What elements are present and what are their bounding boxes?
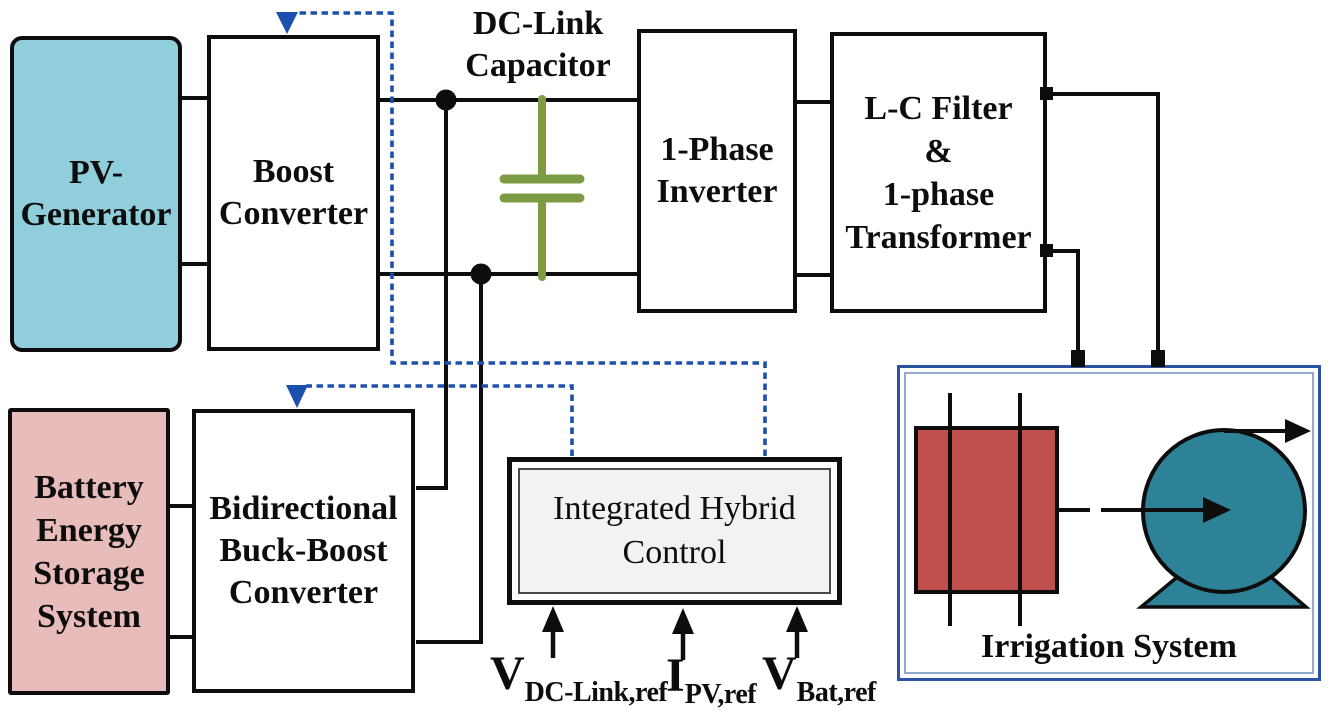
- terminal-squares: [1040, 87, 1165, 367]
- pv-generator-block: PV- Generator: [10, 36, 182, 352]
- battery-label-line2: Energy: [36, 511, 142, 549]
- vdc-ref-subscript: DC-Link,ref: [524, 677, 668, 708]
- boost-control-arrowhead: [276, 12, 298, 34]
- lc-filter-label-line1: L-C Filter: [864, 89, 1013, 127]
- vdc-ref-arrowhead: [542, 606, 564, 632]
- battery-storage-block: Battery Energy Storage System: [8, 408, 170, 695]
- junction-dot-top: [435, 89, 457, 111]
- vdc-ref-symbol: V: [490, 647, 525, 700]
- vbat-ref-subscript: Bat,ref: [796, 677, 877, 708]
- lc-filter-transformer-block: L-C Filter & 1-phase Transformer: [830, 32, 1047, 313]
- dc-link-label-line1: DC-Link: [472, 5, 604, 42]
- lc-filter-label-line3: 1-phase: [882, 175, 995, 213]
- inverter-label-line2: Inverter: [656, 173, 778, 210]
- dc-link-capacitor-symbol: [499, 95, 585, 281]
- integrated-hybrid-control-inner: Integrated Hybrid Control: [518, 468, 831, 594]
- battery-label-line4: System: [37, 597, 141, 635]
- buck-boost-label-line2: Buck-Boost: [219, 532, 388, 569]
- ipv-ref-subscript: PV,ref: [684, 679, 757, 710]
- ipv-ref-arrowhead: [672, 608, 694, 634]
- vbat-ref-symbol: V: [762, 647, 797, 700]
- buck-boost-label-line3: Converter: [228, 574, 379, 611]
- buck-boost-label-line1: Bidirectional: [209, 490, 398, 527]
- pv-generator-label-line1: PV-: [68, 154, 124, 191]
- boost-converter-label-line1: Boost: [252, 153, 335, 190]
- lc-filter-label-line2: &: [924, 132, 953, 170]
- buck-boost-converter-block: Bidirectional Buck-Boost Converter: [192, 409, 415, 693]
- battery-label-line1: Battery: [34, 468, 144, 506]
- irrigation-system-block: Irrigation System: [897, 365, 1321, 681]
- integrated-hybrid-control-block: Integrated Hybrid Control: [507, 457, 842, 605]
- ipv-ref-label: IPV,ref: [666, 649, 757, 711]
- inverter-block: 1-Phase Inverter: [637, 29, 797, 313]
- control-label-line2: Control: [622, 534, 727, 571]
- vbat-ref-label: VBat,ref: [762, 650, 876, 711]
- boost-converter-label-line2: Converter: [218, 195, 369, 232]
- inverter-label-line1: 1-Phase: [660, 131, 774, 168]
- filter-irrigation-wire-top: [1045, 92, 1160, 358]
- battery-label-line3: Storage: [33, 554, 145, 592]
- lc-filter-label-line4: Transformer: [845, 218, 1032, 256]
- dcbus-buckboost-wire-top: [416, 100, 448, 490]
- irrigation-system-inner-frame: Irrigation System: [904, 372, 1314, 674]
- ipv-ref-symbol: I: [666, 649, 685, 702]
- junction-dot-bottom: [470, 263, 492, 285]
- control-label-line1: Integrated Hybrid: [553, 490, 796, 527]
- pv-generator-label-line2: Generator: [20, 196, 172, 233]
- vbat-ref-arrowhead: [786, 606, 808, 632]
- vdc-link-ref-label: VDC-Link,ref: [490, 647, 668, 711]
- boost-converter-block: Boost Converter: [207, 35, 380, 351]
- filter-irrigation-wire-bottom: [1045, 249, 1080, 358]
- dc-link-label-line2: Capacitor: [465, 47, 611, 84]
- buckboost-control-arrowhead: [286, 385, 308, 408]
- dcbus-buckboost-wire-bottom: [416, 274, 483, 644]
- dc-link-capacitor-label: DC-Link Capacitor: [448, 3, 628, 87]
- irrigation-system-label: Irrigation System: [981, 628, 1237, 665]
